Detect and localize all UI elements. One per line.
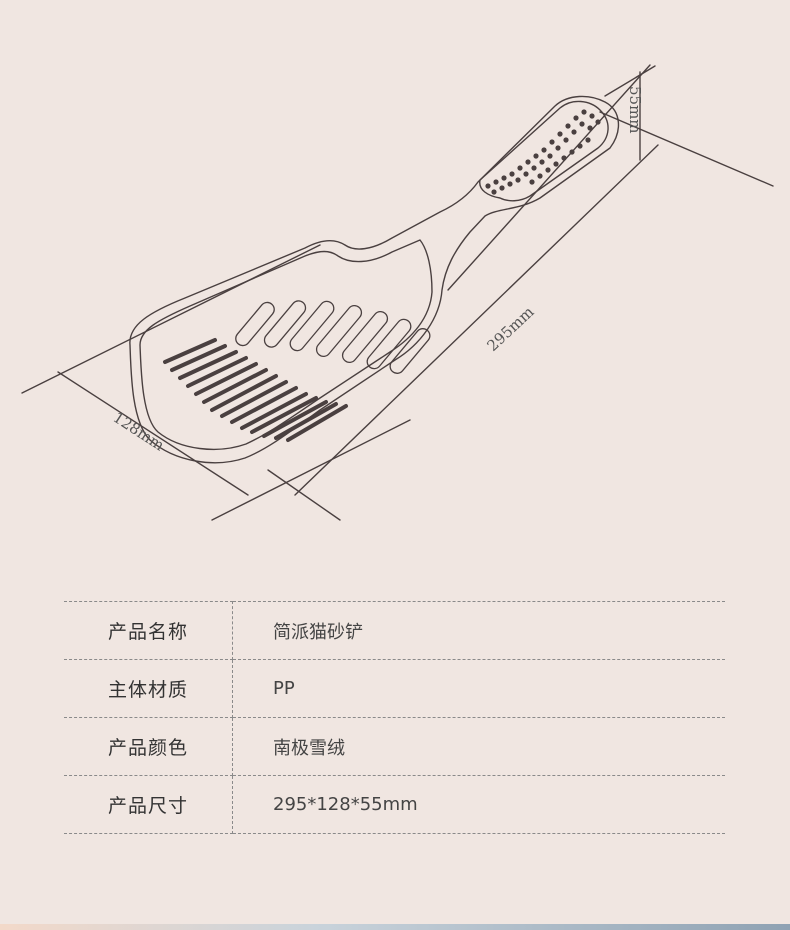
spec-label: 主体材质 (64, 659, 233, 718)
width-dimension-label: 128mm (110, 408, 168, 454)
scoop-slots (235, 300, 431, 374)
spec-value: PP (232, 659, 725, 718)
spec-value: 简派猫砂铲 (232, 601, 725, 660)
length-dimension-label: 295mm (483, 303, 537, 355)
spec-label: 产品颜色 (64, 717, 233, 776)
scoop-inner-rim (139, 239, 433, 450)
spec-value: 295*128*55mm (232, 775, 725, 834)
scoop-drawing (21, 64, 774, 521)
bottom-gradient-strip (0, 924, 790, 930)
scoop-outline (129, 95, 620, 464)
scoop-ridges (163, 338, 348, 442)
spec-row-name: 产品名称 简派猫砂铲 (64, 601, 725, 660)
grip-dots (485, 109, 601, 195)
spec-row-size: 产品尺寸 295*128*55mm (64, 775, 725, 834)
spec-value: 南极雪绒 (232, 717, 725, 776)
product-spec-table: 产品名称 简派猫砂铲 主体材质 PP 产品颜色 南极雪绒 产品尺寸 295*12… (64, 601, 725, 834)
spec-row-color: 产品颜色 南极雪绒 (64, 717, 725, 776)
spec-label: 产品名称 (64, 601, 233, 660)
handle-grip (479, 100, 609, 202)
spec-label: 产品尺寸 (64, 775, 233, 834)
height-dimension-label: 55mm (626, 86, 644, 134)
cat-litter-scoop-diagram: 295mm 128mm 55mm (21, 64, 774, 521)
spec-row-material: 主体材质 PP (64, 659, 725, 718)
